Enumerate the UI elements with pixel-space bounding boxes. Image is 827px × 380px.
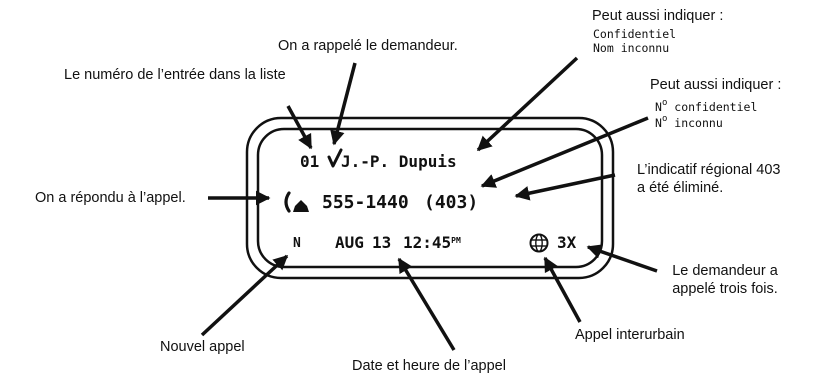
phone-number: 555-1440: [322, 192, 409, 213]
handset-icon: [284, 191, 309, 213]
arrow-long-distance: [543, 256, 582, 323]
arrow-area-code: [514, 173, 616, 201]
label-entry-number: Le numéro de l’entrée dans la liste: [64, 67, 286, 83]
globe-icon: [529, 233, 549, 253]
arrow-call-count: [586, 244, 658, 273]
arrow-called-back: [330, 62, 357, 146]
label-name-alt-1: Confidentiel: [593, 27, 677, 41]
number-alt-1-degree: o: [661, 98, 668, 108]
label-name-alt-title: Peut aussi indiquer :: [592, 8, 724, 24]
label-call-count-2: appelé trois fois.: [672, 281, 778, 297]
annotation-arrows: [200, 56, 658, 351]
number-alt-2-degree: o: [661, 114, 668, 124]
label-area-code-1: L’indicatif régional 403: [637, 162, 781, 178]
arrow-new-call: [200, 254, 289, 337]
arrow-entry-number: [286, 105, 313, 150]
call-time-suffix: PM: [451, 236, 461, 245]
call-month: AUG: [335, 233, 364, 252]
label-name-alt-2: Nom inconnu: [593, 41, 670, 55]
number-alt-1-prefix: N: [655, 100, 662, 114]
entry-number: 01: [300, 152, 320, 171]
arrow-number: [480, 116, 649, 188]
label-call-count-1: Le demandeur a: [672, 263, 778, 279]
number-alt-1-text: confidentiel: [667, 100, 758, 114]
label-date-time: Date et heure de l’appel: [352, 358, 506, 374]
label-area-code-2: a été éliminé.: [637, 180, 724, 196]
caller-name: J.-P. Dupuis: [341, 152, 457, 171]
number-alt-2-text: inconnu: [667, 116, 723, 130]
label-called-back: On a rappelé le demandeur.: [278, 38, 458, 54]
call-count: 3X: [557, 233, 577, 252]
arrow-name: [476, 56, 579, 152]
call-day: 13: [372, 233, 392, 252]
call-time: 12:45PM: [403, 233, 461, 252]
label-long-distance: Appel interurbain: [575, 327, 685, 343]
label-number-alt-title: Peut aussi indiquer :: [650, 77, 782, 93]
new-flag: N: [293, 236, 301, 251]
number-alt-2-prefix: N: [655, 116, 662, 130]
label-number-alt-2: No inconnu: [655, 112, 723, 130]
checkmark-icon: [327, 148, 343, 168]
area-code: (403): [424, 192, 479, 213]
arrow-date-time: [397, 257, 456, 351]
label-new-call: Nouvel appel: [160, 339, 245, 355]
label-answered: On a répondu à l’appel.: [35, 190, 186, 206]
call-time-value: 12:45: [403, 233, 452, 252]
label-number-alt-1: No confidentiel: [655, 96, 757, 114]
